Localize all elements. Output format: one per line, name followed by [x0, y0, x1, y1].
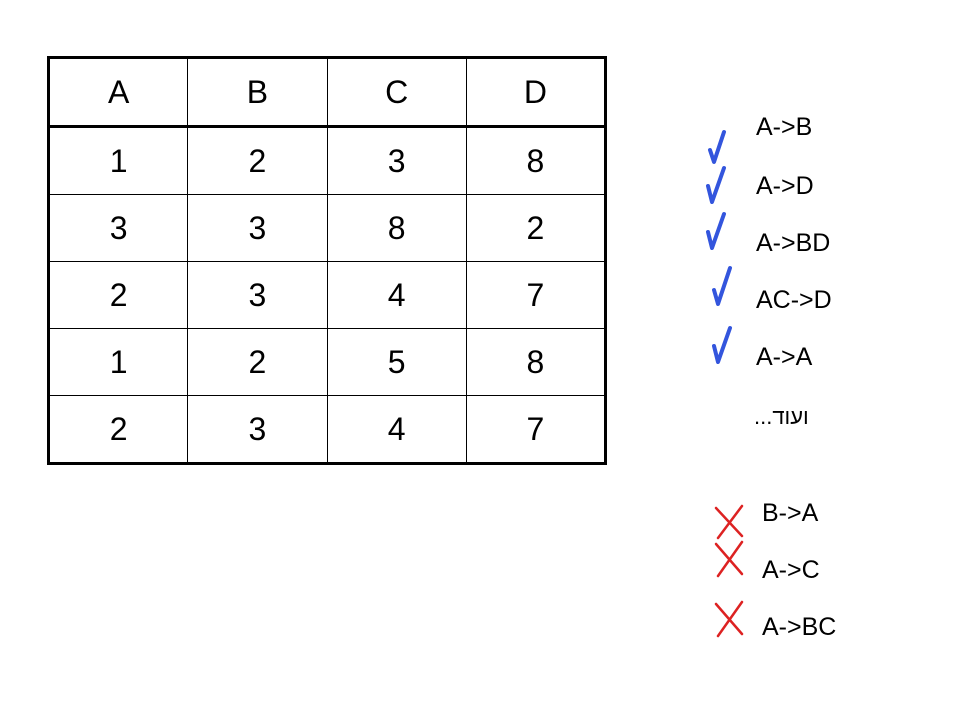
table-cell: 8	[326, 194, 467, 262]
table-row: 1 2 3 8	[47, 126, 607, 195]
table-cell: 4	[326, 261, 467, 329]
table-cell: 3	[187, 395, 328, 464]
table-cell: 2	[47, 261, 189, 329]
table-cell: 3	[187, 261, 328, 329]
table-cell: 1	[47, 126, 189, 195]
valid-dependency: A->BD	[756, 229, 831, 257]
table-row: 1 2 5 8	[47, 328, 607, 396]
and-more-label: ועוד...	[754, 404, 809, 429]
table-header-row: A B C D	[47, 57, 607, 128]
valid-dependency: A->D	[756, 172, 814, 200]
invalid-dependency: A->C	[762, 556, 820, 584]
checkmark-icon	[702, 208, 742, 256]
checkmark-icon	[702, 120, 742, 168]
table-cell: 5	[326, 328, 467, 396]
table-cell: 3	[187, 194, 328, 262]
table-cell: 8	[465, 328, 607, 396]
table-cell: 8	[465, 126, 607, 195]
table-cell: 7	[465, 395, 607, 464]
data-table: A B C D 1 2 3 8 3 3 8 2 2 3 4	[47, 56, 607, 465]
table-row: 2 3 4 7	[47, 261, 607, 329]
invalid-dependency: A->BC	[762, 613, 837, 641]
table-row: 2 3 4 7	[47, 395, 607, 464]
table-cell: 2	[465, 194, 607, 262]
valid-dependency: A->B	[756, 113, 813, 141]
checkmark-icon	[702, 162, 742, 210]
valid-dependency: A->A	[756, 343, 813, 371]
column-header-d: D	[465, 57, 607, 128]
table-cell: 3	[47, 194, 189, 262]
table-cell: 2	[187, 328, 328, 396]
table-cell: 1	[47, 328, 189, 396]
valid-dependency: AC->D	[756, 286, 832, 314]
cross-icon	[712, 598, 752, 646]
table-cell: 4	[326, 395, 467, 464]
checkmark-icon	[708, 262, 748, 310]
table-cell: 7	[465, 261, 607, 329]
table-row: 3 3 8 2	[47, 194, 607, 262]
column-header-a: A	[47, 57, 189, 128]
checkmark-icon	[708, 322, 748, 370]
table-cell: 2	[47, 395, 189, 464]
table-cell: 3	[326, 126, 467, 195]
column-header-c: C	[326, 57, 467, 128]
column-header-b: B	[187, 57, 328, 128]
cross-icon	[712, 538, 752, 586]
invalid-dependency: B->A	[762, 499, 819, 527]
table-cell: 2	[187, 126, 328, 195]
cross-icon	[712, 500, 752, 548]
